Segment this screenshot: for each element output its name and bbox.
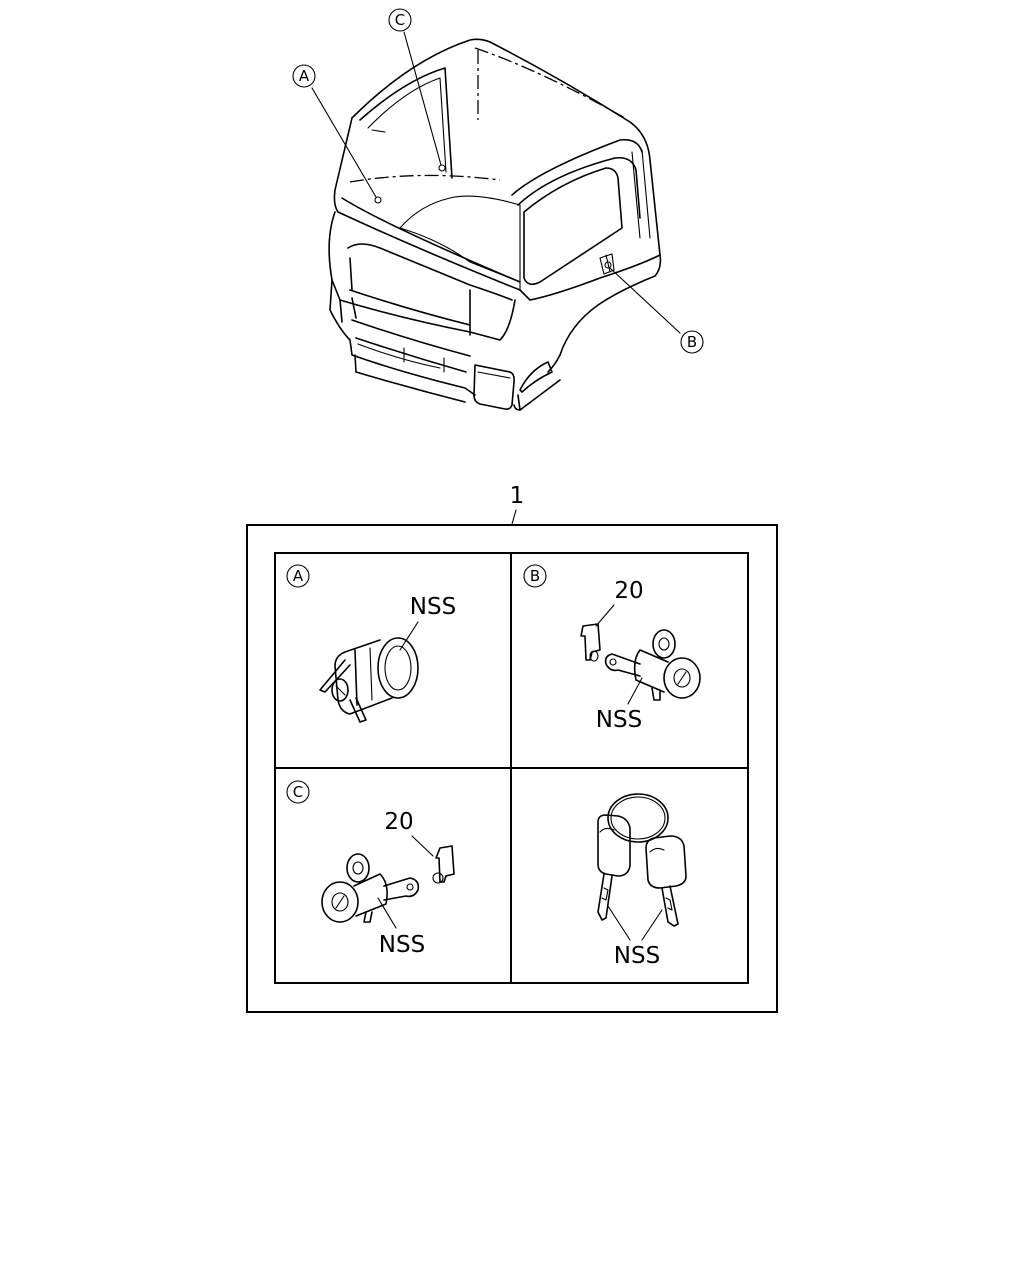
callout-c-letter: C [395,11,405,29]
panel-d: NSS [597,793,687,969]
truck-cab-drawing [311,31,681,411]
callout-c: C [388,8,412,32]
callout-b: B [680,330,704,354]
panel-d-leader-left [607,905,631,941]
callout-a-letter: A [299,67,310,85]
callout-b-letter: B [687,333,697,351]
panel-a: A NSS [286,564,456,723]
panel-b: B 20 NSS [523,564,701,733]
panel-b-letter: B [530,567,540,585]
panel-a-leader [399,621,419,651]
lock-cylinder-b-drawing [580,623,701,701]
panel-b-ref-number: 20 [614,578,643,604]
panel-d-part-label: NSS [614,943,660,969]
callout-a: A [292,64,316,88]
item-leader-line [511,509,517,525]
panel-c-ref-number: 20 [384,809,413,835]
panel-c-part-label: NSS [379,932,425,958]
panel-b-ref-leader [595,604,615,627]
lock-cylinder-c-drawing [321,845,455,923]
lock-cylinder-a-drawing [319,637,419,723]
panel-a-part-label: NSS [410,594,456,620]
item-number: 1 [510,483,525,509]
keys-drawing [597,793,687,927]
kit-outer-frame [246,524,778,1013]
panel-c-ref-leader [411,835,434,857]
panel-b-part-label: NSS [596,707,642,733]
panel-c: C 20 NSS [286,780,455,958]
panel-d-leader-right [641,909,663,941]
panel-c-part-leader [377,897,397,929]
panel-a-letter: A [293,567,304,585]
panel-c-letter: C [293,783,303,801]
